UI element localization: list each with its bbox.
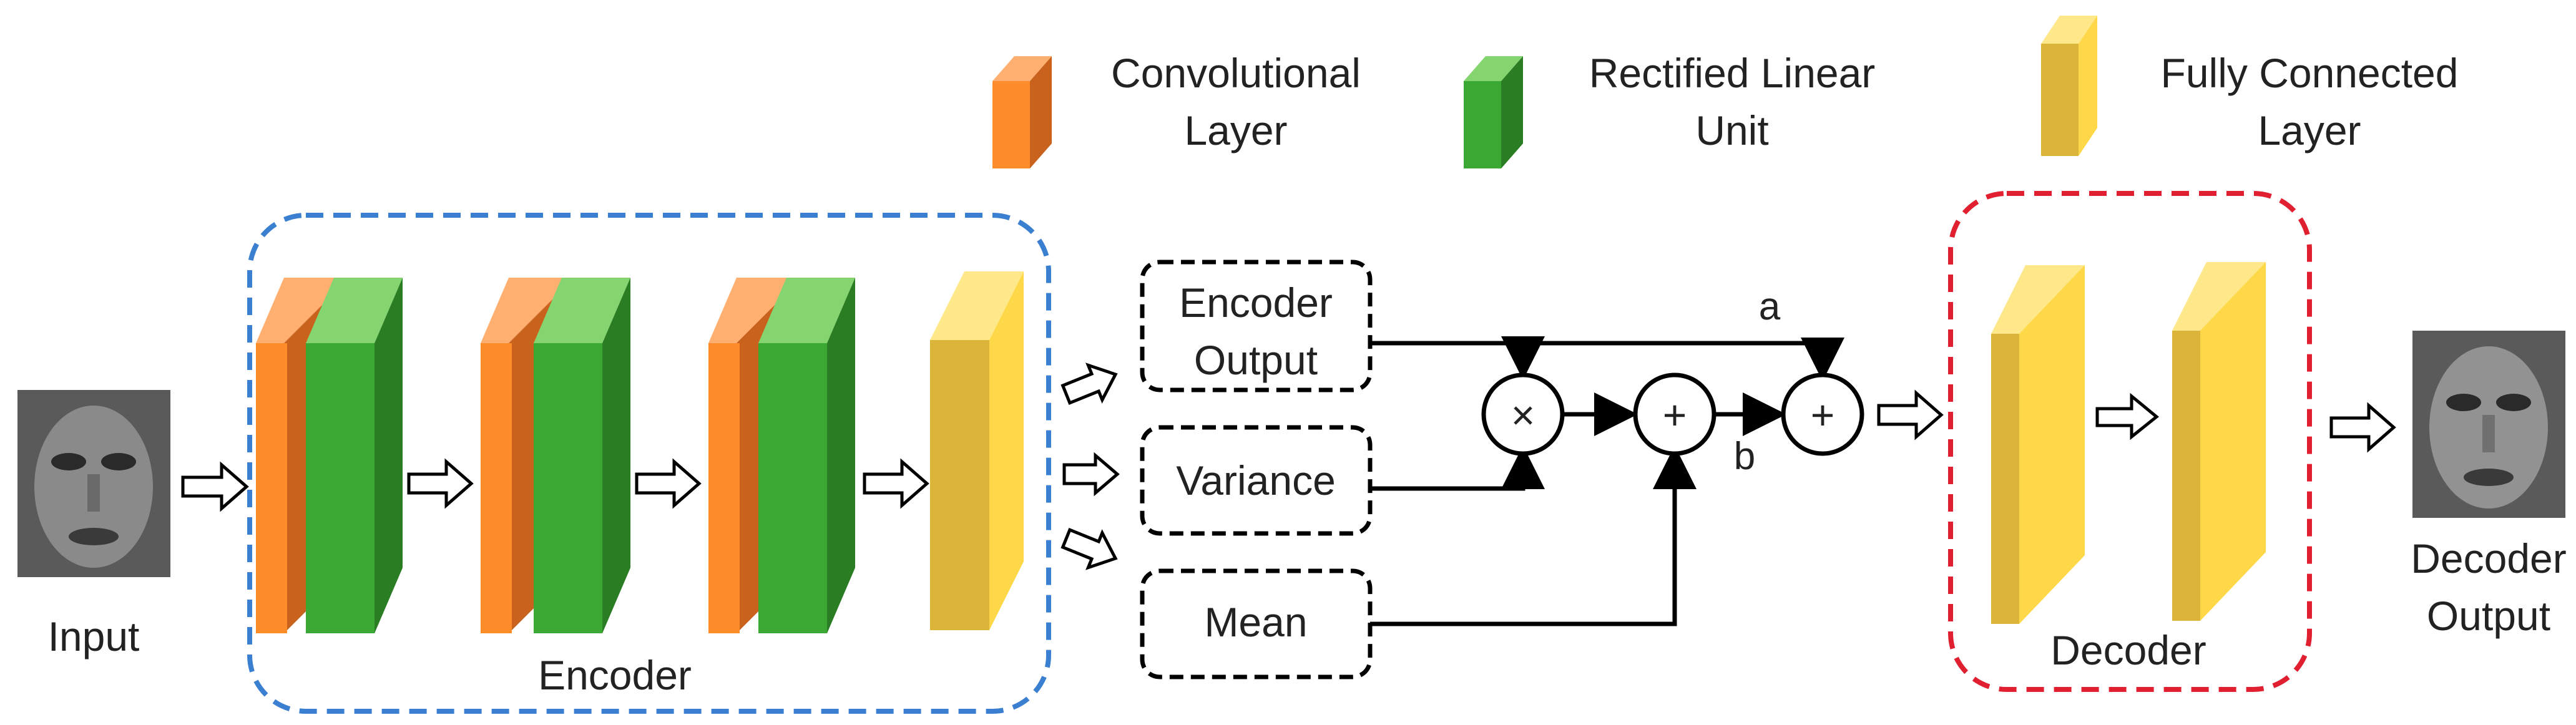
decoder-label: Decoder	[2050, 627, 2206, 673]
encoder-relu-layer-3	[758, 278, 855, 633]
multiply-node	[1481, 372, 1565, 456]
multiply-symbol: ×	[1511, 392, 1535, 438]
legend-conv-line1: Convolutional	[1111, 50, 1361, 96]
input-label: Input	[48, 613, 140, 659]
add-node-2	[1781, 372, 1864, 456]
add-node-1	[1633, 372, 1717, 456]
mean-label: Mean	[1204, 599, 1307, 645]
output-label-line1: Decoder	[2411, 535, 2566, 581]
decoder-fc-layer-2	[2172, 262, 2266, 621]
arrow-to-mean	[1060, 527, 1118, 570]
decoder-fc-layer-1	[1991, 265, 2085, 624]
encoder-fc-layer	[930, 271, 1024, 630]
arrow-to-variance	[1062, 452, 1120, 497]
legend-relu-swatch	[1464, 56, 1523, 168]
legend: Convolutional Layer Rectified Linear Uni…	[992, 16, 2458, 168]
variance-box	[1140, 425, 1373, 536]
line-encoder-output-to-multiply	[1370, 336, 1545, 380]
edge-label-a: a	[1759, 285, 1781, 328]
encoder-output-line1: Encoder	[1179, 280, 1333, 326]
line-mean-to-add1	[1370, 445, 1697, 626]
encoder-label: Encoder	[538, 652, 692, 698]
legend-fc-line2: Layer	[2258, 107, 2361, 153]
legend-conv-swatch	[992, 56, 1052, 168]
decoder-box	[1948, 191, 2312, 692]
legend-relu-line1: Rectified Linear	[1589, 50, 1876, 96]
encoder-relu-layer-1	[306, 278, 403, 633]
encoder-output-box	[1140, 260, 1373, 392]
arrow-input-to-encoder	[181, 461, 249, 512]
arrow-to-output	[2329, 402, 2396, 453]
arrow-enc-2	[635, 458, 702, 509]
encoder-box	[247, 213, 1051, 714]
arrow-to-encoder-output	[1060, 362, 1118, 406]
output-face-image	[2412, 331, 2565, 518]
edge-label-b: b	[1734, 435, 1755, 478]
add-symbol-1: +	[1663, 392, 1687, 438]
encoder-output-line2: Output	[1194, 337, 1318, 383]
line-variance-to-multiply	[1370, 445, 1545, 491]
legend-fc-swatch	[2041, 16, 2097, 156]
output-label-line2: Output	[2427, 593, 2550, 639]
variance-label: Variance	[1176, 457, 1336, 504]
add-symbol-2: +	[1811, 392, 1835, 438]
legend-conv-line2: Layer	[1184, 107, 1287, 153]
connector-lines	[1370, 336, 1844, 626]
input-face-image	[17, 390, 170, 577]
encoder-relu-layer-2	[534, 278, 630, 633]
legend-fc-line1: Fully Connected	[2161, 50, 2459, 96]
arrow-enc-3	[863, 458, 929, 509]
line-encoder-output-to-add2-a	[1523, 338, 1844, 381]
arrow-enc-1	[407, 458, 474, 509]
arrow-dec-1	[2095, 392, 2159, 440]
arrow-to-decoder	[1877, 389, 1944, 440]
legend-relu-line2: Unit	[1695, 107, 1768, 153]
